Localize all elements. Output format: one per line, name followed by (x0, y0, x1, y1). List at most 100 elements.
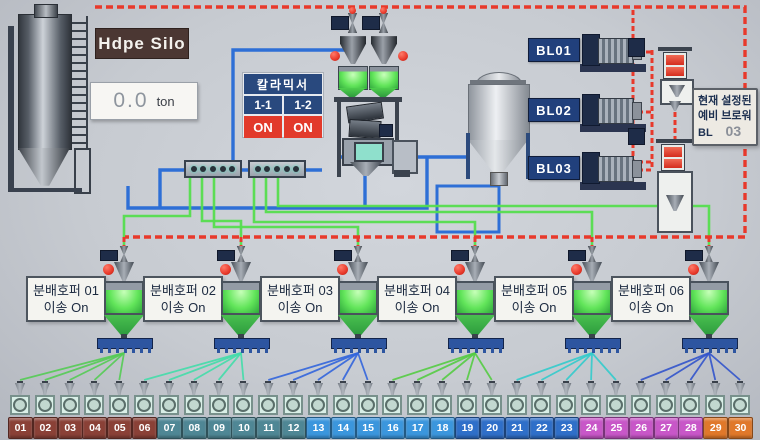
manifold-pin (584, 347, 587, 353)
unit-number-button[interactable]: 14 (330, 417, 356, 439)
unit-cone-cap (687, 381, 694, 384)
unit-number-button[interactable]: 04 (82, 417, 108, 439)
unit-number-button[interactable]: 25 (603, 417, 629, 439)
destination-unit: 15 (355, 381, 381, 439)
mixer-1-2-on-button[interactable]: ON (284, 116, 322, 138)
unit-cone-icon (263, 383, 274, 395)
unit-valve-box (34, 395, 55, 415)
hopper-diverter-box (451, 250, 469, 261)
manifold-pin (483, 347, 486, 353)
unit-cone-icon (39, 383, 50, 395)
unit-number-button[interactable]: 29 (703, 417, 729, 439)
hopper-label-box[interactable]: 분배호퍼 06 이송 On (611, 276, 691, 322)
hopper-body (104, 281, 144, 315)
unit-cone-icon (139, 383, 150, 395)
unit-number-button[interactable]: 30 (728, 417, 754, 439)
blower-base (580, 182, 646, 190)
unit-number-button[interactable]: 03 (57, 417, 83, 439)
hopper-cone (221, 315, 261, 335)
unit-number-button[interactable]: 09 (206, 417, 232, 439)
unit-valve-icon (509, 398, 524, 412)
blower-label[interactable]: BL01 (528, 38, 580, 62)
unit-cone-icon (610, 383, 622, 395)
hopper-body (572, 281, 612, 315)
unit-valve-box (10, 395, 30, 415)
hopper-label-box[interactable]: 분배호퍼 02 이송 On (143, 276, 223, 322)
manifold-port (293, 166, 300, 172)
unit-cone-cap (190, 381, 197, 384)
manifold-pin (132, 347, 135, 353)
unit-number-button[interactable]: 07 (156, 417, 182, 439)
destination-unit: 11 (256, 381, 282, 439)
unit-number-button[interactable]: 12 (281, 417, 307, 439)
unit-number-button[interactable]: 19 (454, 417, 480, 439)
unit-cone-icon (387, 383, 398, 395)
unit-number-button[interactable]: 02 (32, 417, 58, 439)
hopper-label-box[interactable]: 분배호퍼 03 이송 On (260, 276, 340, 322)
control-cabinet (392, 140, 418, 174)
manifold-pin (475, 347, 478, 353)
unit-valve-box (407, 395, 428, 415)
manifold-pin (709, 347, 712, 353)
manifold-pin (249, 347, 252, 353)
unit-valve-box (307, 395, 328, 415)
unit-number-button[interactable]: 05 (107, 417, 133, 439)
unit-cone-icon (238, 383, 249, 395)
unit-number-button[interactable]: 13 (305, 417, 331, 439)
unit-cone-icon (660, 383, 671, 395)
blower-label[interactable]: BL03 (528, 156, 580, 180)
blower-label[interactable]: BL02 (528, 98, 580, 122)
destination-unit: 24 (579, 381, 605, 439)
unit-number-button[interactable]: 06 (132, 417, 158, 439)
unit-number-button[interactable]: 27 (653, 417, 679, 439)
unit-cone-icon (412, 383, 423, 395)
hopper-label-box[interactable]: 분배호퍼 01 이송 On (26, 276, 106, 322)
diverter-box-1 (331, 16, 349, 30)
distribution-manifold-2 (248, 160, 306, 178)
destination-unit: 04 (82, 381, 108, 439)
hopper-inlet-cone (114, 262, 134, 281)
mixer-1-1-on-button[interactable]: ON (244, 116, 282, 138)
unit-valve-icon (236, 398, 251, 412)
unit-number-button[interactable]: 10 (231, 417, 257, 439)
manifold-port (283, 166, 290, 172)
storage-tank-body (468, 84, 530, 142)
blower-motor-icon (598, 156, 634, 182)
hopper-drop-lines (122, 237, 711, 247)
hopper-label-box[interactable]: 분배호퍼 05 이송 On (494, 276, 574, 322)
silo-weight-display: 0.0 ton (90, 82, 198, 120)
unit-number-button[interactable]: 15 (355, 417, 381, 439)
unit-number-button[interactable]: 24 (579, 417, 605, 439)
manifold-pin (358, 347, 361, 353)
unit-number-button[interactable]: 28 (678, 417, 704, 439)
unit-cone-cap (265, 381, 272, 384)
unit-number-button[interactable]: 22 (529, 417, 555, 439)
manifold-port (254, 166, 261, 172)
unit-number-button[interactable]: 23 (554, 417, 580, 439)
hopper-lamp (454, 264, 465, 275)
unit-number-button[interactable]: 26 (628, 417, 654, 439)
unit-number-button[interactable]: 21 (504, 417, 530, 439)
unit-cone-icon (486, 383, 497, 395)
unit-number-button[interactable]: 01 (8, 417, 33, 439)
unit-number-button[interactable]: 20 (479, 417, 505, 439)
unit-valve-box (59, 395, 80, 415)
hopper-lamp (220, 264, 231, 275)
filter-cell (664, 158, 682, 168)
manifold-pin (108, 347, 111, 353)
unit-number-button[interactable]: 11 (256, 417, 282, 439)
unit-number-button[interactable]: 18 (430, 417, 456, 439)
unit-valve-icon (484, 398, 499, 412)
unit-number-button[interactable]: 17 (405, 417, 431, 439)
hopper-diverter-valve-icon (119, 246, 129, 263)
unit-number-button[interactable]: 08 (181, 417, 207, 439)
unit-valve-box (556, 395, 577, 415)
unit-cone-cap (712, 381, 719, 384)
manifold-pin (241, 347, 244, 353)
silo-ladder-cage (74, 148, 91, 194)
hopper-label-box[interactable]: 분배호퍼 04 이송 On (377, 276, 457, 322)
manifold-pin (600, 347, 603, 353)
unit-number-button[interactable]: 16 (380, 417, 406, 439)
standby-line3: BL 03 (698, 124, 752, 140)
unit-valve-icon (584, 398, 599, 412)
